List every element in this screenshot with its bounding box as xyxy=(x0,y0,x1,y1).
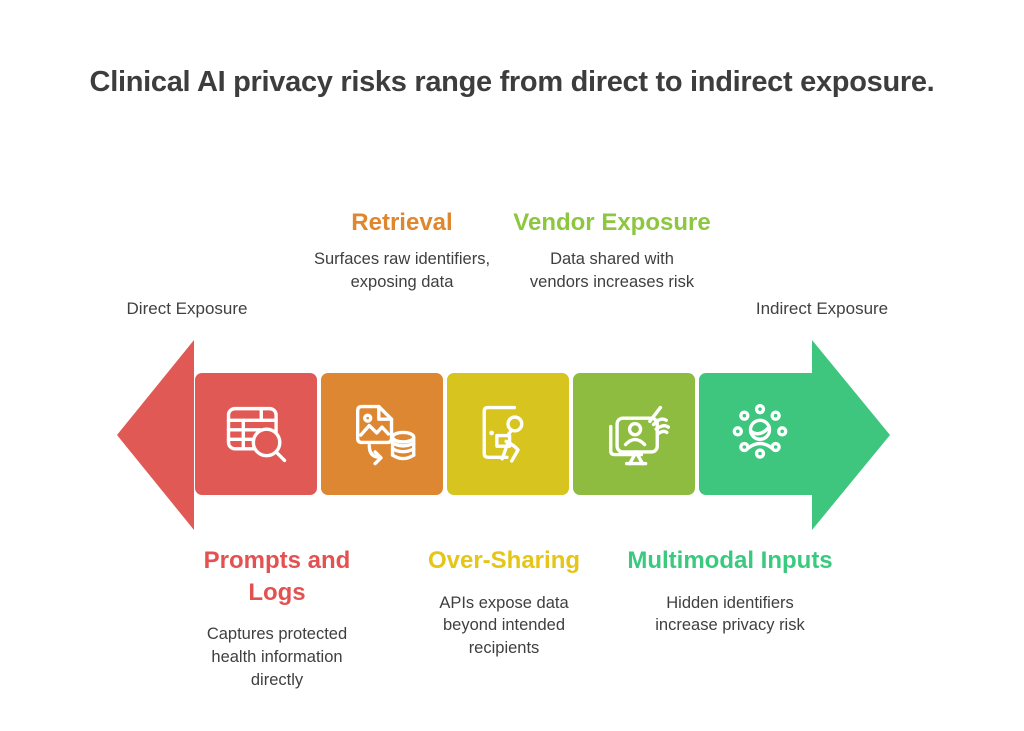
annotation-vendor-exposure: Vendor Exposure Data shared with vendors… xyxy=(512,163,712,294)
annotation-description: Surfaces raw identifiers, exposing data xyxy=(313,250,491,291)
annotation-multimodal-inputs: Multimodal Inputs Hidden identifiers inc… xyxy=(626,545,834,637)
annotation-over-sharing: Over-Sharing APIs expose data beyond int… xyxy=(400,545,608,660)
direct-exposure-label: Direct Exposure xyxy=(126,299,248,318)
page-title: Clinical AI privacy risks range from dir… xyxy=(89,66,935,98)
annotation-heading: Multimodal Inputs xyxy=(627,547,833,574)
stage-box-prompts-and-logs xyxy=(195,373,317,495)
annotation-heading: Retrieval xyxy=(351,208,453,236)
annotation-description: APIs expose data beyond intended recipie… xyxy=(439,593,569,658)
annotation-description: Captures protected health information di… xyxy=(206,625,348,689)
monitor-hand-icon xyxy=(609,405,671,466)
stage-box-multimodal-inputs xyxy=(699,373,821,495)
stage-box-vendor-exposure xyxy=(573,373,695,495)
image-to-database-icon xyxy=(355,404,416,466)
person-network-dots-icon xyxy=(732,403,788,459)
left-arrowhead xyxy=(117,340,194,530)
annotation-prompts-and-logs: Prompts and Logs Captures protected heal… xyxy=(173,545,381,692)
annotation-heading: Prompts and Logs xyxy=(203,547,351,606)
annotation-description: Data shared with vendors increases risk xyxy=(529,250,695,291)
annotation-heading: Vendor Exposure xyxy=(513,208,711,236)
stage-box-retrieval xyxy=(321,373,443,495)
table-search-icon xyxy=(226,406,287,463)
annotation-description: Hidden identifiers increase privacy risk xyxy=(655,593,805,635)
indirect-exposure-label: Indirect Exposure xyxy=(755,299,889,318)
annotation-retrieval: Retrieval Surfaces raw identifiers, expo… xyxy=(302,163,502,294)
right-arrowhead xyxy=(812,340,890,530)
stage-box-over-sharing xyxy=(447,373,569,495)
annotation-heading: Over-Sharing xyxy=(427,547,581,574)
door-exit-person-icon xyxy=(482,405,524,463)
